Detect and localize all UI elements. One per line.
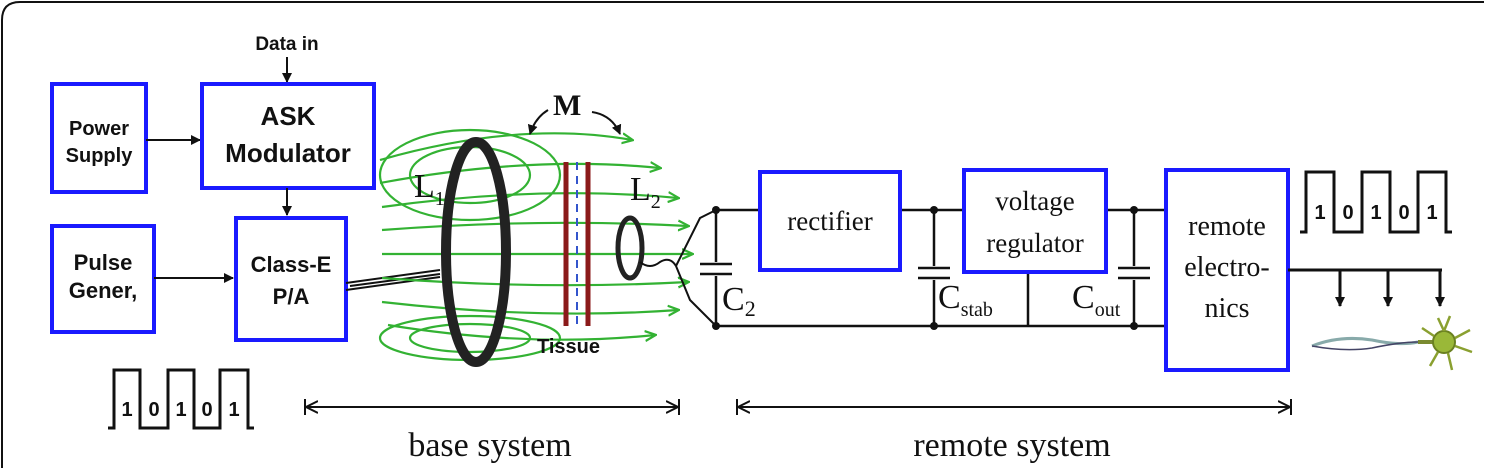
ask-modulator-block: ASK Modulator (200, 82, 376, 190)
pulse-label-2: Gener, (69, 278, 137, 303)
input-bit-2: 1 (175, 399, 186, 421)
secondary-coil (615, 215, 645, 281)
power-supply-label-1: Power (69, 118, 129, 140)
remote-circuit-wires (700, 206, 1164, 330)
output-bit-0: 1 (1314, 202, 1325, 224)
nics-label: nics (1204, 293, 1249, 324)
modulator-label: Modulator (225, 138, 351, 168)
input-bit-1: 0 (148, 399, 159, 421)
class-e-label: Class-E (251, 252, 332, 277)
output-bit-pattern: 1 0 1 0 1 (1300, 170, 1452, 234)
tissue-label: Tissue (537, 336, 600, 358)
rectifier-label: rectifier (787, 206, 872, 236)
regulator-label: regulator (986, 228, 1083, 258)
c2-label: C2 (722, 281, 756, 321)
pulse-generator-block: Pulse Gener, (50, 224, 156, 334)
coil-l1-label: L1 (414, 168, 445, 210)
remote-system-label: remote system (913, 427, 1110, 464)
power-supply-block: Power Supply (50, 82, 148, 194)
output-bit-2: 1 (1370, 202, 1381, 224)
output-bit-4: 1 (1426, 202, 1437, 224)
base-system-label: base system (408, 427, 571, 464)
pulse-label-1: Pulse (74, 250, 133, 275)
data-in-label: Data in (255, 34, 318, 55)
mutual-arrow-left (527, 109, 549, 135)
primary-coil (441, 137, 511, 367)
output-bit-3: 0 (1398, 202, 1409, 224)
neuron-icon (1311, 315, 1473, 371)
rectifier-block: rectifier (758, 170, 902, 272)
power-supply-label-2: Supply (66, 145, 134, 167)
output-bit-1: 0 (1342, 202, 1353, 224)
mutual-arrow-right (591, 111, 622, 135)
magnetic-field-lines (378, 128, 692, 362)
voltage-regulator-block: voltage regulator (962, 168, 1108, 274)
remote-electronics-block: remote electro- nics (1164, 168, 1290, 372)
tissue-layer (563, 162, 591, 326)
mutual-inductance-label: M (553, 89, 581, 122)
input-bit-pattern: 1 0 1 0 1 (108, 368, 254, 430)
pa-label: P/A (273, 284, 310, 309)
cstab-label: Cstab (938, 279, 993, 321)
electro-label: electro- (1184, 252, 1270, 283)
secondary-coil-leads (639, 209, 717, 327)
coil-l2-label: L2 (630, 171, 661, 213)
remote-label: remote (1188, 211, 1266, 242)
voltage-label: voltage (995, 186, 1074, 216)
cout-label: Cout (1072, 279, 1121, 321)
input-bit-3: 0 (201, 399, 212, 421)
ask-label: ASK (261, 101, 316, 131)
input-bit-4: 1 (228, 399, 239, 421)
input-bit-0: 1 (121, 399, 132, 421)
class-e-pa-block: Class-E P/A (234, 216, 348, 342)
